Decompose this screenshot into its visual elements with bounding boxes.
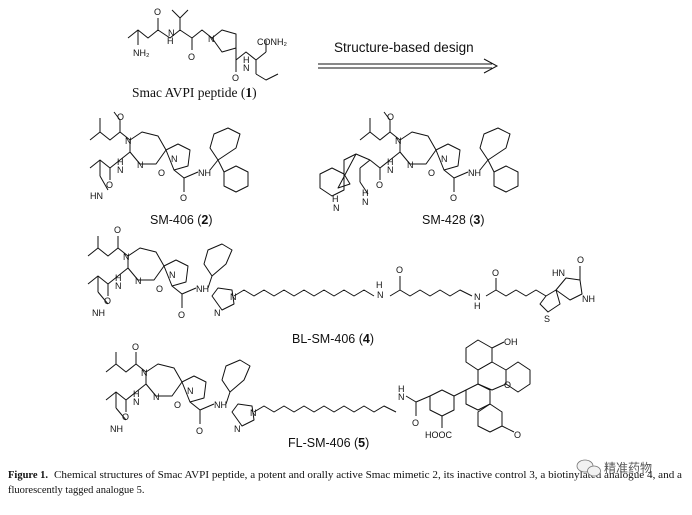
atom-h-3c: H — [332, 194, 339, 204]
atom-o-4e: O — [396, 265, 403, 275]
atom-h-1a: H — [167, 36, 174, 46]
atom-nh-4c: NH — [582, 294, 595, 304]
atom-o-3b: O — [376, 180, 383, 190]
atom-n-3c: N — [387, 165, 394, 175]
watermark: 精准药物 — [576, 459, 652, 477]
atom-o-2d: O — [180, 193, 187, 203]
atom-h-3b: H — [362, 188, 369, 198]
atom-n-1a: N — [168, 28, 175, 38]
arrow-label: Structure-based design — [334, 40, 474, 55]
atom-hn-2: HN — [90, 191, 103, 201]
wechat-icon — [576, 459, 601, 477]
atom-o-5c: O — [174, 400, 181, 410]
atom-h-5b: H — [398, 384, 405, 394]
atom-o-5a: O — [132, 342, 139, 352]
atom-nh-4b: NH — [196, 284, 209, 294]
atom-n-4b: N — [135, 276, 142, 286]
atom-n-5c: N — [133, 397, 140, 407]
atom-n-4h: N — [474, 292, 481, 302]
atom-o-3d: O — [450, 193, 457, 203]
atom-n-2c: N — [117, 165, 124, 175]
atom-n-2b: N — [137, 160, 144, 170]
atom-h-5a: H — [133, 389, 140, 399]
atom-n-3d: N — [362, 197, 369, 207]
atom-n-5e: N — [250, 408, 257, 418]
compound-3-label: SM-428 (3) — [422, 213, 485, 227]
compound-4-label: BL-SM-406 (4) — [292, 332, 374, 346]
atom-hn-4: HN — [552, 268, 565, 278]
atom-o-2b: O — [106, 180, 113, 190]
atom-nh-3: NH — [468, 168, 481, 178]
atom-n-4f: N — [214, 308, 221, 318]
atom-o-3a: O — [387, 112, 394, 122]
atom-n-4a: N — [123, 252, 130, 262]
caption-line-2: fluorescently tagged analogue 5. — [8, 485, 144, 496]
atom-o-1b: O — [188, 52, 195, 62]
atom-o-4c: O — [156, 284, 163, 294]
atom-oh-5: OH — [504, 337, 518, 347]
atom-n-3f: N — [441, 154, 448, 164]
structure-2 — [89, 111, 249, 193]
atom-h-2a: H — [117, 157, 124, 167]
atom-h-4b: H — [376, 280, 383, 290]
atom-o-5f: O — [504, 380, 511, 390]
atom-n-1c: N — [243, 63, 250, 73]
atom-o-4g: O — [577, 255, 584, 265]
atom-n-5d: N — [187, 386, 194, 396]
atom-h-4c: H — [474, 301, 481, 311]
atom-n-3a: N — [395, 136, 402, 146]
atom-o-3c: O — [428, 168, 435, 178]
atom-n-5b: N — [153, 392, 160, 402]
atom-n-2a: N — [125, 136, 132, 146]
atom-nh-5a: NH — [110, 424, 123, 434]
atom-hooc-5: HOOC — [425, 430, 453, 440]
structure-5 — [105, 339, 531, 433]
atom-nh-2: NH — [198, 168, 211, 178]
structure-3 — [319, 111, 519, 197]
structure-1 — [127, 9, 279, 81]
atom-nh-4a: NH — [92, 308, 105, 318]
atom-o-1c: O — [232, 73, 239, 83]
atom-o-4f: O — [492, 268, 499, 278]
atom-n-5f: N — [234, 424, 241, 434]
atom-o-2a: O — [117, 112, 124, 122]
atom-n-4g: N — [377, 290, 384, 300]
watermark-text: 精准药物 — [604, 461, 652, 475]
compound-5-label: FL-SM-406 (5) — [288, 436, 369, 450]
compound-2-label: SM-406 (2) — [150, 213, 213, 227]
atom-h-3a: H — [387, 157, 394, 167]
atom-o-1a: O — [154, 7, 161, 17]
atom-n-3b: N — [407, 160, 414, 170]
atom-o-2c: O — [158, 168, 165, 178]
atom-o-5b: O — [122, 412, 129, 422]
atom-h-1b: H — [243, 55, 250, 65]
compound-1-label: Smac AVPI peptide (1) — [132, 85, 257, 100]
atom-n-3e: N — [333, 203, 340, 213]
caption-label: Figure 1. — [8, 470, 48, 481]
atom-n-4d: N — [169, 270, 176, 280]
atom-o-4b: O — [104, 296, 111, 306]
atom-o-4d: O — [178, 310, 185, 320]
atom-n-5g: N — [398, 392, 405, 402]
atom-nh-5b: NH — [214, 400, 227, 410]
atom-o-4a: O — [114, 225, 121, 235]
atom-n-2d: N — [171, 154, 178, 164]
atom-n-5a: N — [141, 368, 148, 378]
atom-s-4: S — [544, 314, 550, 324]
caption-line-1: Chemical structures of Smac AVPI peptide… — [54, 470, 682, 481]
atom-n-4e: N — [230, 292, 237, 302]
atom-n-4c: N — [115, 281, 122, 291]
atom-nh2-1: NH₂ — [133, 48, 150, 58]
structure-4 — [87, 236, 583, 313]
atom-h-4a: H — [115, 273, 122, 283]
atom-o-5g: O — [514, 430, 521, 440]
atom-conh2-1: CONH₂ — [257, 37, 287, 47]
atom-o-5e: O — [412, 418, 419, 428]
atom-n-1b: N — [208, 34, 215, 44]
design-arrow — [318, 58, 499, 74]
atom-o-5d: O — [196, 426, 203, 436]
